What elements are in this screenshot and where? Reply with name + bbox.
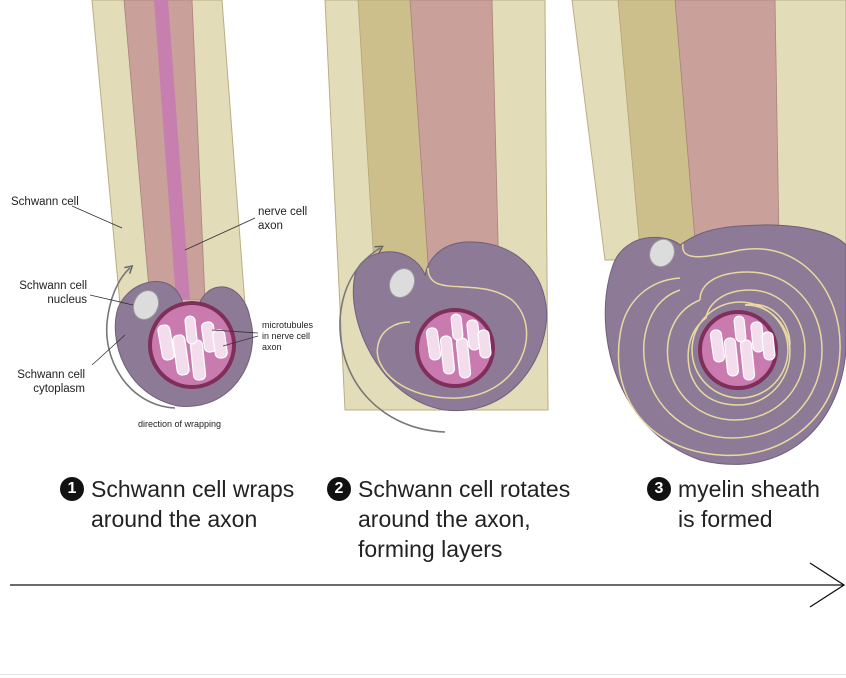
schwann-cell-cytoplasm-label: Schwann cell cytoplasm bbox=[17, 369, 85, 395]
stage-2-wrapping-arrow bbox=[339, 245, 446, 433]
stage-1-leader-lines bbox=[71, 205, 259, 366]
stage-1-schwann-nucleus bbox=[132, 289, 160, 321]
stage-1-axon-core bbox=[154, 0, 190, 300]
step-3-badge: 3 bbox=[647, 477, 671, 501]
step-3-caption: 3 myelin sheath is formed bbox=[647, 474, 820, 534]
stage-1-wrapping-arrow bbox=[106, 265, 176, 409]
microtubules-label: microtubules in nerve cell axon bbox=[262, 320, 314, 352]
stage-3-illustration bbox=[571, 0, 846, 465]
stage-3-myelin-layers bbox=[617, 243, 841, 457]
direction-of-wrapping-label: direction of wrapping bbox=[138, 419, 222, 429]
step-3-text: myelin sheath is formed bbox=[678, 476, 820, 532]
step-1-caption: 1 Schwann cell wraps around the axon bbox=[60, 474, 294, 534]
stage-3-schwann-nucleus bbox=[649, 238, 675, 268]
schwann-cell-label: Schwann cell bbox=[11, 196, 79, 208]
stage-1-illustration bbox=[71, 0, 259, 409]
stage-3-microtubules bbox=[709, 315, 776, 381]
step-1-text: Schwann cell wraps around the axon bbox=[91, 476, 295, 532]
nerve-cell-axon-label: nerve cell axon bbox=[258, 206, 308, 232]
stage-1-microtubules bbox=[157, 315, 228, 381]
step-2-badge: 2 bbox=[327, 477, 351, 501]
stage-2-illustration bbox=[324, 0, 549, 433]
step-2-text: Schwann cell rotates around the axon, fo… bbox=[358, 476, 571, 562]
step-2-caption: 2 Schwann cell rotates around the axon, … bbox=[327, 474, 570, 564]
step-1-badge: 1 bbox=[60, 477, 84, 501]
stage-2-myelin-layer bbox=[376, 267, 528, 399]
bottom-divider bbox=[0, 674, 846, 675]
progression-arrow bbox=[10, 562, 846, 608]
schwann-cell-nucleus-label: Schwann cell nucleus bbox=[19, 280, 87, 306]
stage-2-schwann-nucleus bbox=[388, 267, 416, 299]
stage-2-microtubules bbox=[425, 313, 492, 379]
